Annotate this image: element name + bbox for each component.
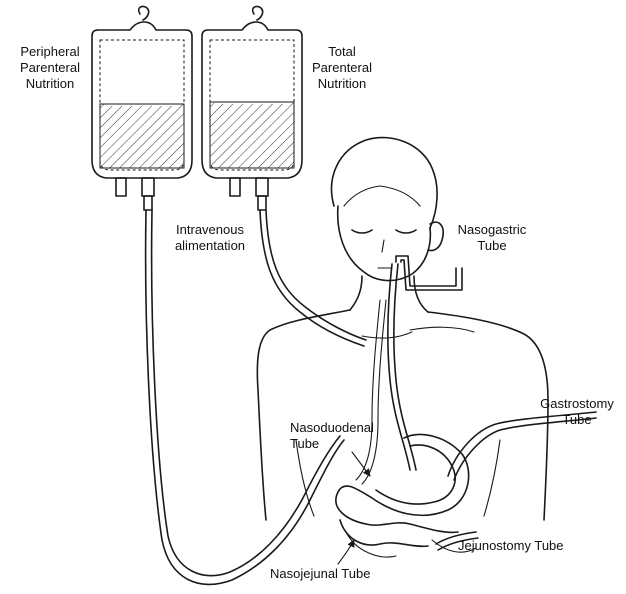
ng-line-1: Nasogastric [448, 222, 536, 238]
label-nasogastric-tube: Nasogastric Tube [448, 222, 536, 254]
tpn-line-3: Nutrition [300, 76, 384, 92]
gastro-line-1: Gastrostomy [532, 396, 622, 412]
label-jejunostomy-tube: Jejunostomy Tube [458, 538, 564, 554]
ppn-line-1: Peripheral [8, 44, 92, 60]
nasoduodenal-pointer [352, 452, 370, 476]
label-gastrostomy-tube: Gastrostomy Tube [532, 396, 622, 428]
label-nasojejunal-tube: Nasojejunal Tube [270, 566, 370, 582]
tpn-line-1: Total [300, 44, 384, 60]
ppn-tube [146, 210, 344, 584]
nd-line-1: Nasoduodenal [290, 420, 390, 436]
nd-line-2: Tube [290, 436, 390, 452]
tpn-tube [260, 210, 366, 346]
ppn-line-3: Nutrition [8, 76, 92, 92]
nasojejunal-pointer [338, 540, 354, 564]
label-nasoduodenal-tube: Nasoduodenal Tube [290, 420, 390, 452]
ng-line-2: Tube [448, 238, 536, 254]
iv-line-2: alimentation [162, 238, 258, 254]
label-total-parenteral-nutrition: Total Parenteral Nutrition [300, 44, 384, 92]
ppn-line-2: Parenteral [8, 60, 92, 76]
gastro-line-2: Tube [532, 412, 622, 428]
tpn-bag [202, 6, 302, 210]
iv-line-1: Intravenous [162, 222, 258, 238]
tpn-line-2: Parenteral [300, 60, 384, 76]
label-peripheral-parenteral-nutrition: Peripheral Parenteral Nutrition [8, 44, 92, 92]
label-intravenous-alimentation: Intravenous alimentation [162, 222, 258, 254]
patient-head [332, 138, 444, 281]
ppn-bag [92, 6, 192, 210]
